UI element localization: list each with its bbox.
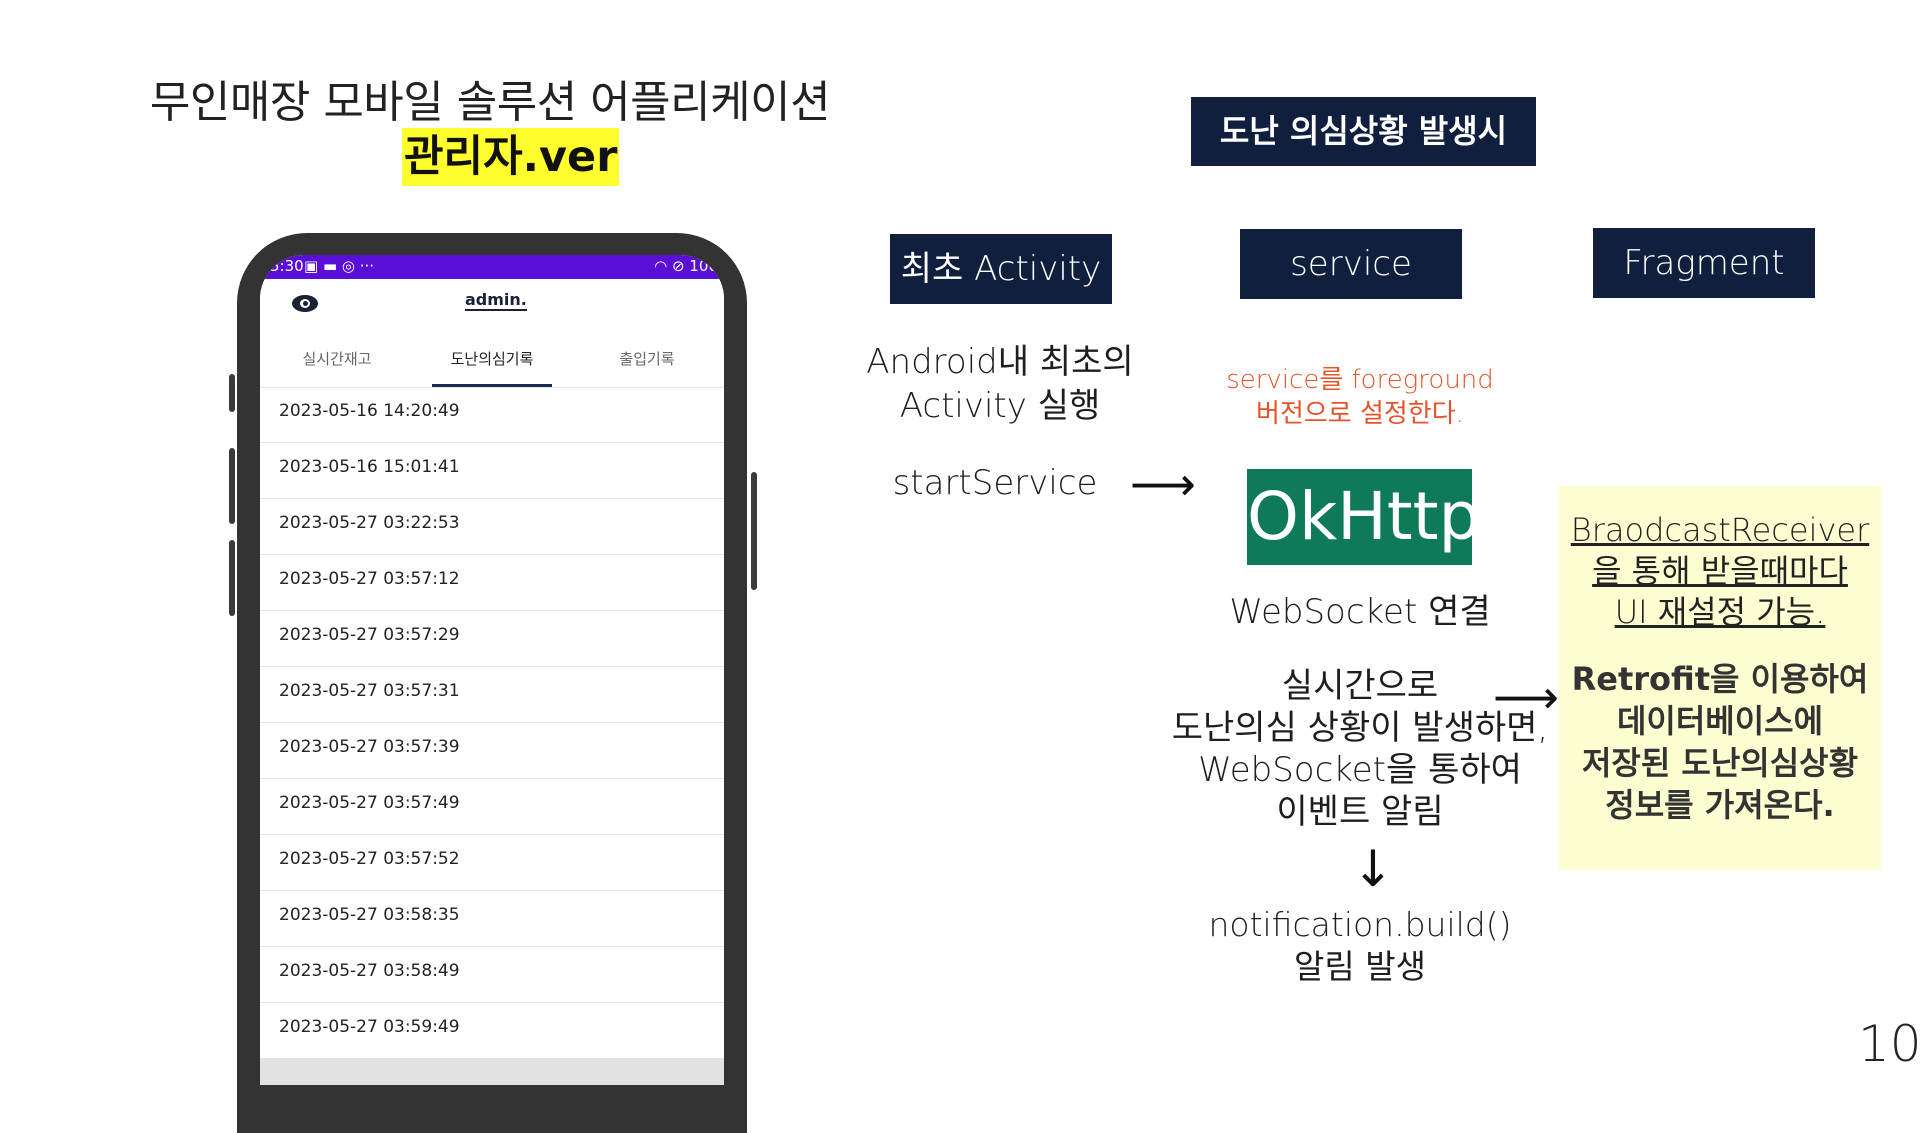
diagram-heading: 도난 의심상황 발생시 — [1191, 97, 1536, 166]
list-item[interactable]: 2023-05-27 03:57:39 — [260, 723, 724, 779]
activity-box: 최초 Activity — [890, 234, 1112, 304]
service-box: service — [1240, 229, 1462, 299]
list-item[interactable]: 2023-05-27 03:58:49 — [260, 947, 724, 1003]
android-note-line: Android내 최초의 — [866, 342, 1134, 382]
android-note-line: Activity 실행 — [899, 386, 1101, 426]
status-time: 5:30 — [270, 257, 304, 275]
foreground-note-line: 버전으로 설정한다. — [1256, 399, 1464, 429]
phone-side-button — [229, 374, 235, 412]
realtime-note: 실시간으로 도난의심 상황이 발생하면, WebSocket을 통하여 이벤트 … — [1160, 665, 1560, 833]
tab-bar: 실시간재고 도난의심기록 출입기록 — [260, 331, 724, 388]
arrow-down-icon: ↓ — [1352, 840, 1394, 898]
tab-realtime-stock[interactable]: 실시간재고 — [302, 350, 372, 368]
page-number: 10 — [1858, 1015, 1920, 1073]
arrow-right-icon: ⟶ — [1493, 670, 1559, 724]
receiver-note-line: UI 재설정 가능. — [1614, 593, 1826, 631]
websocket-label: WebSocket 연결 — [1229, 592, 1491, 632]
okhttp-logo: OkHttp — [1247, 469, 1480, 565]
app-logo: admin. — [465, 290, 527, 311]
list-item[interactable]: 2023-05-27 03:57:12 — [260, 555, 724, 611]
foreground-note-line: service를 foreground — [1226, 365, 1494, 395]
retrofit-note-line: 데이터베이스에 — [1616, 702, 1824, 740]
notification-note-line: notification.build() — [1208, 905, 1512, 944]
status-icons-right: ◠ ⊘ 100 — [654, 257, 718, 275]
receiver-note-line: 을 통해 받을때마다 — [1592, 552, 1848, 590]
start-service-label: startService — [892, 463, 1098, 503]
realtime-note-line: 이벤트 알림 — [1276, 792, 1444, 832]
status-icons-left: ▣ ▬ ◎ ··· — [304, 257, 375, 275]
fragment-note-box: BraodcastReceiver 을 통해 받을때마다 UI 재설정 가능. … — [1559, 486, 1881, 870]
list-item[interactable]: 2023-05-27 03:57:29 — [260, 611, 724, 667]
receiver-note: BraodcastReceiver 을 통해 받을때마다 UI 재설정 가능. — [1559, 510, 1881, 633]
list-item[interactable]: 2023-05-27 03:57:52 — [260, 835, 724, 891]
version-highlight: 관리자.ver — [402, 128, 620, 186]
notification-note-line: 알림 발생 — [1294, 947, 1426, 986]
realtime-note-line: 실시간으로 — [1281, 666, 1439, 706]
list-item[interactable]: 2023-05-27 03:57:49 — [260, 779, 724, 835]
arrow-right-icon: ⟶ — [1130, 457, 1196, 511]
receiver-note-line: BraodcastReceiver — [1570, 511, 1870, 549]
list-item[interactable]: 2023-05-27 03:58:35 — [260, 891, 724, 947]
retrofit-note-line: Retrofit을 이용하여 — [1571, 660, 1869, 698]
list-item[interactable]: 2023-05-16 14:20:49 — [260, 387, 724, 443]
retrofit-note: Retrofit을 이용하여 데이터베이스에 저장된 도난의심상황 정보를 가져… — [1559, 658, 1881, 826]
list-item[interactable]: 2023-05-27 03:22:53 — [260, 499, 724, 555]
list-item[interactable]: 2023-05-27 03:57:31 — [260, 667, 724, 723]
tab-entry-records[interactable]: 출입기록 — [619, 350, 675, 368]
list-footer — [260, 1059, 724, 1085]
phone-side-button — [229, 540, 235, 616]
phone-power-button — [751, 472, 757, 590]
list-item[interactable]: 2023-05-16 15:01:41 — [260, 443, 724, 499]
record-list: 2023-05-16 14:20:49 2023-05-16 15:01:41 … — [260, 387, 724, 1085]
slide-title: 무인매장 모바일 솔루션 어플리케이션 — [149, 77, 831, 128]
tab-theft-records[interactable]: 도난의심기록 — [415, 331, 569, 387]
list-item[interactable]: 2023-05-27 03:59:49 — [260, 1003, 724, 1059]
notification-note: notification.build() 알림 발생 — [1200, 904, 1520, 988]
status-bar: 5:30 ▣ ▬ ◎ ··· ◠ ⊘ 100 — [260, 255, 724, 279]
retrofit-note-line: 저장된 도난의심상황 — [1581, 744, 1859, 782]
fragment-box: Fragment — [1593, 228, 1815, 298]
retrofit-note-line: 정보를 가져온다. — [1605, 786, 1835, 824]
phone-side-button — [229, 448, 235, 524]
eye-icon[interactable] — [292, 295, 318, 312]
realtime-note-line: WebSocket을 통하여 — [1198, 750, 1522, 790]
realtime-note-line: 도난의심 상황이 발생하면, — [1171, 708, 1549, 748]
app-bar: admin. — [260, 279, 724, 331]
foreground-note: service를 foreground 버전으로 설정한다. — [1200, 363, 1520, 431]
android-note: Android내 최초의 Activity 실행 — [850, 340, 1150, 428]
phone-screen: 5:30 ▣ ▬ ◎ ··· ◠ ⊘ 100 admin. 실시간재고 도난의심… — [260, 255, 724, 1085]
